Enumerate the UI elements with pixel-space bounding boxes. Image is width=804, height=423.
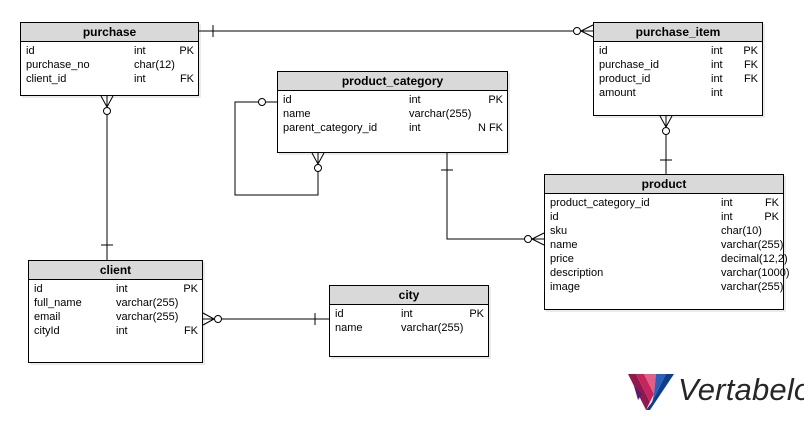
column-row[interactable]: amount int bbox=[599, 86, 758, 100]
column-row[interactable]: id int PK bbox=[599, 44, 758, 58]
column-row[interactable]: cityId int FK bbox=[34, 324, 198, 338]
column-key: PK bbox=[743, 45, 758, 57]
column-row[interactable]: name varchar(255) bbox=[550, 238, 783, 252]
column-type: int bbox=[711, 45, 723, 57]
column-key: PK bbox=[183, 283, 198, 295]
column-name: cityId bbox=[34, 325, 60, 337]
column-row[interactable]: name varchar(255) bbox=[283, 107, 503, 121]
column-row[interactable]: id int PK bbox=[34, 282, 198, 296]
column-name: id bbox=[26, 45, 35, 57]
column-key: PK bbox=[179, 45, 194, 57]
column-name: parent_category_id bbox=[283, 122, 378, 134]
column-type: int bbox=[116, 325, 128, 337]
vertabelo-logo-icon bbox=[628, 374, 674, 410]
column-type: int bbox=[401, 308, 413, 320]
column-type: char(12) bbox=[134, 59, 175, 71]
entity-title: city bbox=[330, 286, 488, 305]
column-name: product_category_id bbox=[550, 197, 650, 209]
column-row[interactable]: product_category_id int FK bbox=[550, 196, 779, 210]
column-key: FK bbox=[743, 59, 758, 71]
column-name: purchase_id bbox=[599, 59, 659, 71]
column-name: product_id bbox=[599, 73, 651, 85]
column-name: image bbox=[550, 281, 580, 293]
column-name: description bbox=[550, 267, 604, 279]
column-name: full_name bbox=[34, 297, 82, 309]
column-type: int bbox=[134, 45, 146, 57]
entity-product-category[interactable]: product_category id int PK name varchar(255)… bbox=[277, 71, 508, 153]
column-row[interactable]: id int PK bbox=[335, 307, 484, 321]
column-row[interactable]: purchase_no char(12) bbox=[26, 58, 194, 72]
column-name: sku bbox=[550, 225, 568, 237]
column-name: id bbox=[599, 45, 608, 57]
column-row[interactable]: product_id int FK bbox=[599, 72, 758, 86]
column-type: int bbox=[711, 87, 723, 99]
column-type: char(10) bbox=[721, 225, 762, 237]
entity-title: client bbox=[29, 261, 202, 280]
column-row[interactable]: client_id int FK bbox=[26, 72, 194, 86]
entity-city[interactable]: city id int PK name varchar(255) bbox=[329, 285, 489, 357]
entity-title: product bbox=[545, 175, 783, 194]
column-key: FK bbox=[743, 73, 758, 85]
entity-title: purchase bbox=[21, 23, 198, 42]
column-type: varchar(1000) bbox=[721, 267, 790, 279]
column-row[interactable]: description varchar(1000) bbox=[550, 266, 789, 280]
entity-title: purchase_item bbox=[594, 23, 762, 42]
column-type: decimal(12,2) bbox=[721, 253, 788, 265]
column-row[interactable]: name varchar(255) bbox=[335, 321, 484, 335]
column-type: varchar(255) bbox=[116, 311, 179, 323]
column-name: name bbox=[283, 108, 311, 120]
column-key: PK bbox=[469, 308, 484, 320]
column-name: client_id bbox=[26, 73, 67, 85]
column-row[interactable]: id int PK bbox=[26, 44, 194, 58]
column-name: price bbox=[550, 253, 574, 265]
column-type: int bbox=[721, 197, 733, 209]
column-key: FK bbox=[764, 197, 779, 209]
vertabelo-logo-text: Vertabelo bbox=[678, 372, 804, 407]
column-name: name bbox=[335, 322, 363, 334]
rel-category-self bbox=[234, 101, 319, 196]
column-key: FK bbox=[183, 325, 198, 337]
column-row[interactable]: id int PK bbox=[550, 210, 779, 224]
column-name: name bbox=[550, 239, 578, 251]
column-type: varchar(255) bbox=[401, 322, 464, 334]
column-type: int bbox=[116, 283, 128, 295]
vertabelo-logo: Vertabelo bbox=[626, 368, 804, 416]
column-row[interactable]: price decimal(12,2) bbox=[550, 252, 788, 266]
column-type: varchar(255) bbox=[116, 297, 179, 309]
column-key: PK bbox=[488, 94, 503, 106]
column-name: id bbox=[550, 211, 559, 223]
column-name: amount bbox=[599, 87, 636, 99]
column-type: int bbox=[711, 59, 723, 71]
column-name: email bbox=[34, 311, 61, 323]
column-type: int bbox=[134, 73, 146, 85]
column-row[interactable]: email varchar(255) bbox=[34, 310, 198, 324]
column-type: int bbox=[409, 122, 421, 134]
column-row[interactable]: parent_category_id int N FK bbox=[283, 121, 503, 135]
column-row[interactable]: full_name varchar(255) bbox=[34, 296, 198, 310]
column-type: varchar(255) bbox=[721, 281, 784, 293]
column-name: id bbox=[283, 94, 292, 106]
column-key: PK bbox=[764, 211, 779, 223]
column-type: varchar(255) bbox=[409, 108, 472, 120]
column-row[interactable]: image varchar(255) bbox=[550, 280, 783, 294]
column-key: N FK bbox=[477, 122, 503, 134]
column-name: id bbox=[34, 283, 43, 295]
column-type: int bbox=[721, 211, 733, 223]
entity-title: product_category bbox=[278, 72, 507, 91]
column-row[interactable]: sku char(10) bbox=[550, 224, 779, 238]
column-name: purchase_no bbox=[26, 59, 90, 71]
rel-category-product bbox=[446, 153, 544, 240]
column-row[interactable]: purchase_id int FK bbox=[599, 58, 758, 72]
column-type: varchar(255) bbox=[721, 239, 784, 251]
column-key: FK bbox=[179, 73, 194, 85]
column-row[interactable]: id int PK bbox=[283, 93, 503, 107]
column-type: int bbox=[409, 94, 421, 106]
column-type: int bbox=[711, 73, 723, 85]
column-name: id bbox=[335, 308, 344, 320]
